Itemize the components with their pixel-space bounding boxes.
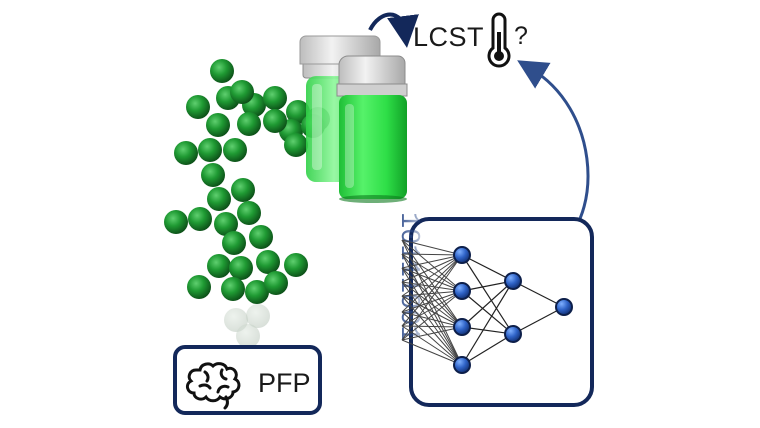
lcst-label: LCST — [413, 22, 484, 53]
polymer-bead — [188, 207, 212, 231]
curved-arrow-icon — [370, 15, 405, 33]
polymer-bead — [263, 86, 287, 110]
polymer-bead — [174, 141, 198, 165]
polymer-bead — [207, 254, 231, 278]
polymer-bead — [249, 225, 273, 249]
thermometer-icon — [489, 14, 509, 66]
network-node — [454, 357, 470, 373]
polymer-bead — [229, 256, 253, 280]
prediction-arrow — [530, 68, 588, 240]
polymer-bead — [186, 95, 210, 119]
polymer-bead — [164, 210, 188, 234]
vial-icon — [300, 36, 407, 203]
polymer-bead — [284, 253, 308, 277]
polymer-bead — [264, 271, 288, 295]
polymer-bead-reflection — [236, 324, 260, 348]
polymer-bead — [187, 275, 211, 299]
polymer-bead — [222, 231, 246, 255]
network-node — [454, 319, 470, 335]
polymer-bead — [231, 178, 255, 202]
polymer-bead — [201, 163, 225, 187]
polymer-bead — [237, 112, 261, 136]
network-node — [454, 247, 470, 263]
polymer-bead — [284, 133, 308, 157]
network-node — [556, 299, 572, 315]
network-node — [454, 283, 470, 299]
polymer-bead — [198, 138, 222, 162]
polymer-bead — [230, 80, 254, 104]
network-node — [505, 273, 521, 289]
polymer-bead — [210, 59, 234, 83]
question-mark: ? — [514, 22, 528, 51]
polymer-bead — [256, 250, 280, 274]
polymer-bead — [207, 187, 231, 211]
network-node — [505, 326, 521, 342]
polymer-bead — [237, 201, 261, 225]
polymer-bead — [223, 138, 247, 162]
polymer-bead — [221, 277, 245, 301]
polymer-bead — [263, 109, 287, 133]
pfp-label: PFP — [258, 368, 311, 399]
polymer-chain — [164, 59, 330, 348]
polymer-bead — [206, 113, 230, 137]
